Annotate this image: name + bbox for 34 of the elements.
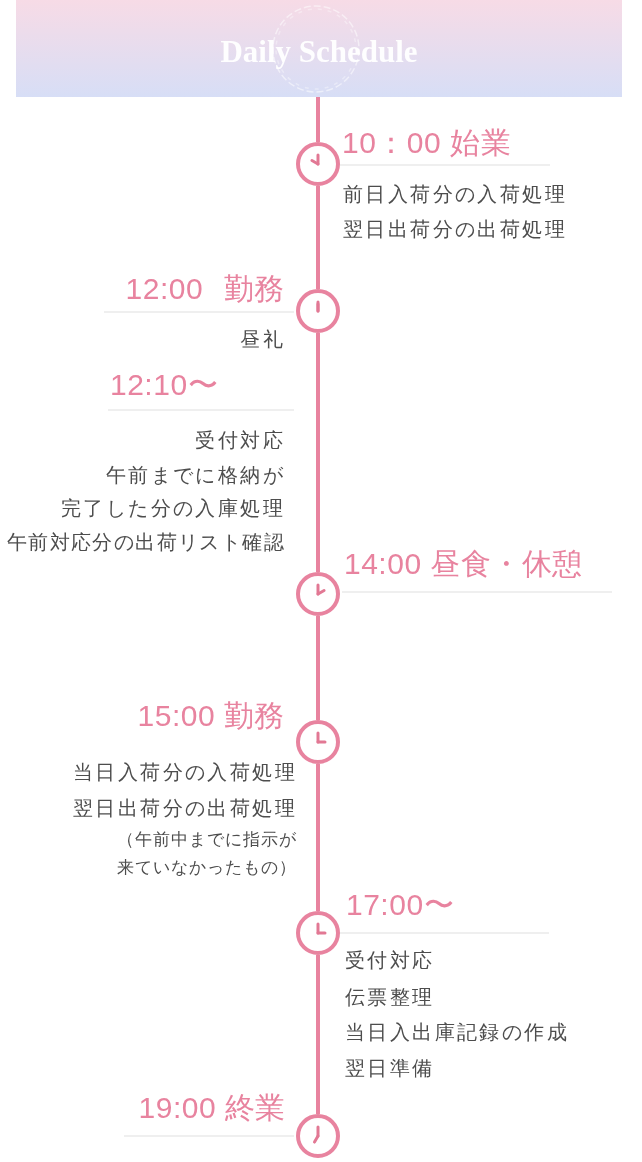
task-text: 前日入荷分の入荷処理 <box>343 182 567 207</box>
time-heading: 19:00 終業 <box>124 1090 294 1137</box>
timeline-line <box>316 955 320 1114</box>
title-banner <box>16 0 622 97</box>
timeline-line <box>316 616 320 720</box>
task-text: 受付対応 <box>195 428 285 453</box>
task-text: 昼礼 <box>240 327 285 352</box>
timeline-line <box>316 764 320 911</box>
note-text: （午前中までに指示が来ていなかったもの） <box>116 829 297 879</box>
task-text: 翌日出荷分の出荷処理 <box>73 796 297 821</box>
task-text: 翌日準備 <box>345 1056 435 1081</box>
time-heading: 12:00 勤務 <box>104 271 294 313</box>
task-text: 午前までに格納が <box>105 463 285 488</box>
time-heading: 17:00〜 <box>336 887 549 934</box>
time-heading: 12:10〜 <box>108 367 294 411</box>
timeline-line <box>316 97 320 142</box>
task-text: 当日入荷分の入荷処理 <box>73 760 297 785</box>
clock-icon <box>296 911 340 955</box>
clock-icon <box>296 1114 340 1158</box>
time-heading: 14:00 昼食・休憩 <box>342 546 612 593</box>
clock-icon <box>296 572 340 616</box>
clock-icon <box>296 142 340 186</box>
task-text: 午前対応分の出荷リスト確認 <box>6 530 285 555</box>
time-heading: 15:00 勤務 <box>136 698 285 734</box>
clock-icon <box>296 720 340 764</box>
task-text: 受付対応 <box>345 948 435 973</box>
task-text: 翌日出荷分の出荷処理 <box>343 217 567 242</box>
clock-icon <box>296 289 340 333</box>
time-heading: 10：00 始業 <box>340 125 550 166</box>
task-text: 伝票整理 <box>345 985 435 1010</box>
task-text: 完了した分の入庫処理 <box>61 496 285 521</box>
task-text: 当日入出庫記録の作成 <box>345 1020 569 1045</box>
timeline-line <box>316 186 320 289</box>
timeline-line <box>316 333 320 572</box>
